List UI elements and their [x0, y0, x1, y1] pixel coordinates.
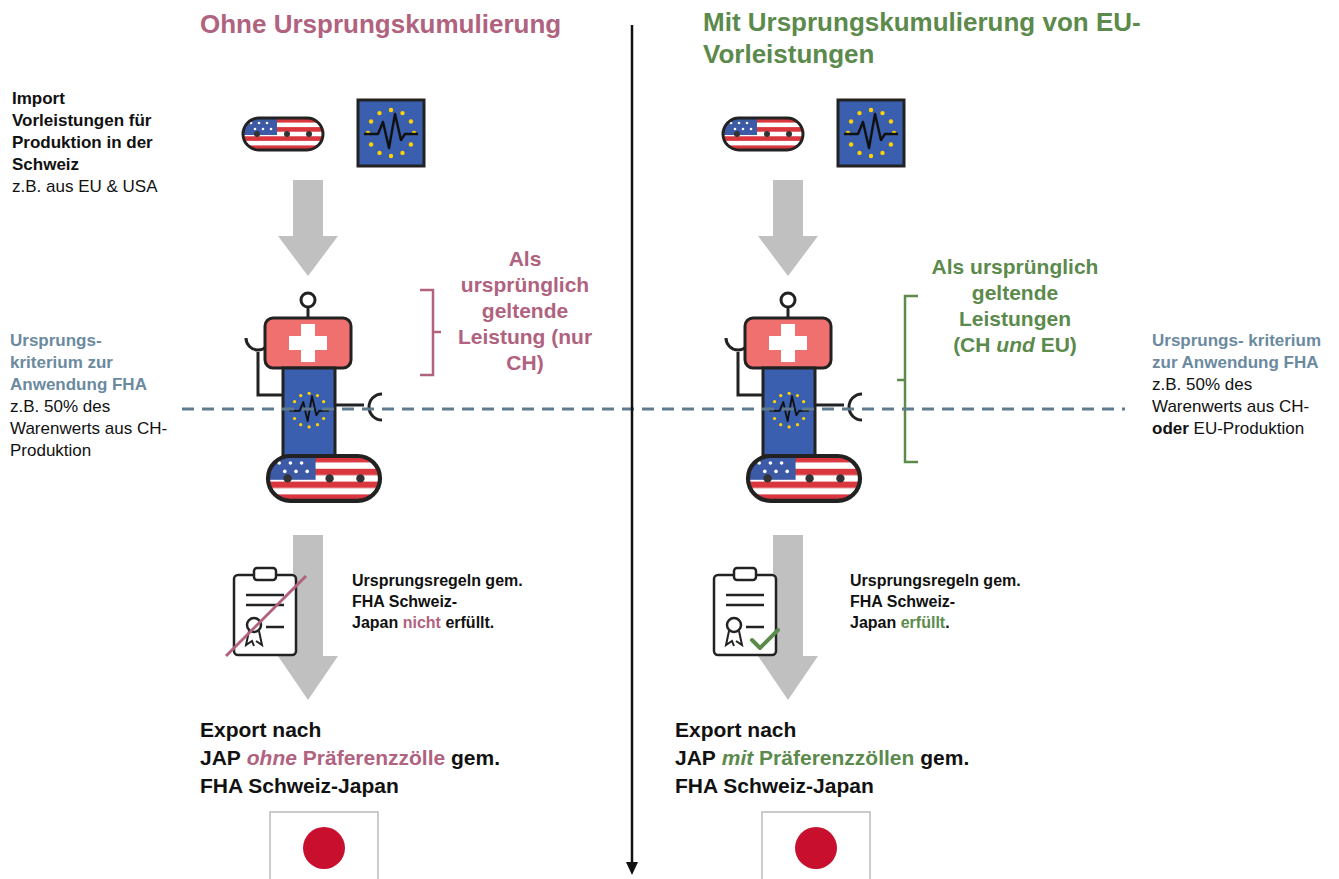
label: mit — [722, 746, 754, 769]
divider-line — [631, 25, 634, 864]
text-block: Export nach JAPohnePräferenzzöllegem. FH… — [200, 716, 500, 800]
label: Ohne Ursprungskumulierung — [200, 9, 561, 39]
text-block: Ohne Ursprungskumulierung — [200, 8, 620, 40]
flow-arrow — [278, 180, 338, 276]
label: erfüllt — [901, 614, 945, 631]
illustration — [270, 812, 378, 879]
text-block: Ursprungs- kriterium zur Anwendung FHAz.… — [10, 330, 170, 462]
text-block: Export nach JAPmitPräferenzzöllengem. FH… — [675, 716, 975, 800]
illustration — [838, 100, 904, 166]
label: . — [945, 614, 949, 631]
illustration — [726, 293, 862, 501]
illustration — [723, 118, 803, 150]
label: Import Vorleistungen für Produktion in d… — [12, 88, 177, 176]
text-block: Als ursprünglich geltende Leistung (nur … — [445, 246, 605, 376]
label: Ursprungs- kriterium zur Anwendung FHA — [1152, 330, 1332, 374]
label: z.B. aus EU & USA — [12, 176, 177, 198]
check-mark — [752, 630, 778, 648]
label: Als ursprünglich geltende Leistung (nur … — [458, 247, 592, 374]
text-block: Ursprungsregeln gem. FHA Schweiz-Japaner… — [850, 570, 1022, 633]
label: ohne — [247, 746, 297, 769]
flow-arrow — [758, 180, 818, 276]
flow-arrow — [278, 180, 818, 700]
label: Ursprungs- kriterium zur Anwendung FHA — [10, 330, 170, 396]
label: erfüllt. — [445, 614, 494, 631]
label: Mit Ursprungskumulierung von EU-Vorleist… — [703, 7, 1141, 69]
text-block: Als ursprünglich geltende Leistungen (CH… — [925, 254, 1105, 358]
threshold-line — [182, 408, 1125, 411]
label: EU-Produktion — [1194, 419, 1305, 438]
divider-arrowhead — [626, 862, 638, 875]
illustration — [243, 118, 323, 150]
label: oder — [1152, 419, 1189, 438]
label: EU) — [1041, 333, 1077, 356]
label: Präferenzzölle — [303, 746, 445, 769]
text-block: Import Vorleistungen für Produktion in d… — [12, 88, 177, 198]
label: Präferenzzöllen — [759, 746, 914, 769]
illustration — [246, 293, 382, 501]
label: z.B. 50% des Warenwerts aus CH- — [1152, 375, 1309, 416]
text-block: Mit Ursprungskumulierung von EU-Vorleist… — [703, 6, 1143, 70]
label: und — [996, 333, 1034, 356]
label: z.B. 50% des Warenwerts aus CH-Produktio… — [10, 396, 170, 462]
bracket — [420, 290, 441, 375]
bracket — [897, 296, 918, 462]
label: nicht — [403, 614, 441, 631]
illustration — [762, 812, 870, 879]
illustration — [358, 100, 424, 166]
text-block: Ursprungsregeln gem. FHA Schweiz-Japanni… — [352, 570, 524, 633]
strike-line — [226, 576, 306, 656]
text-block: Ursprungs- kriterium zur Anwendung FHAz.… — [1152, 330, 1332, 440]
illustration — [234, 568, 296, 655]
